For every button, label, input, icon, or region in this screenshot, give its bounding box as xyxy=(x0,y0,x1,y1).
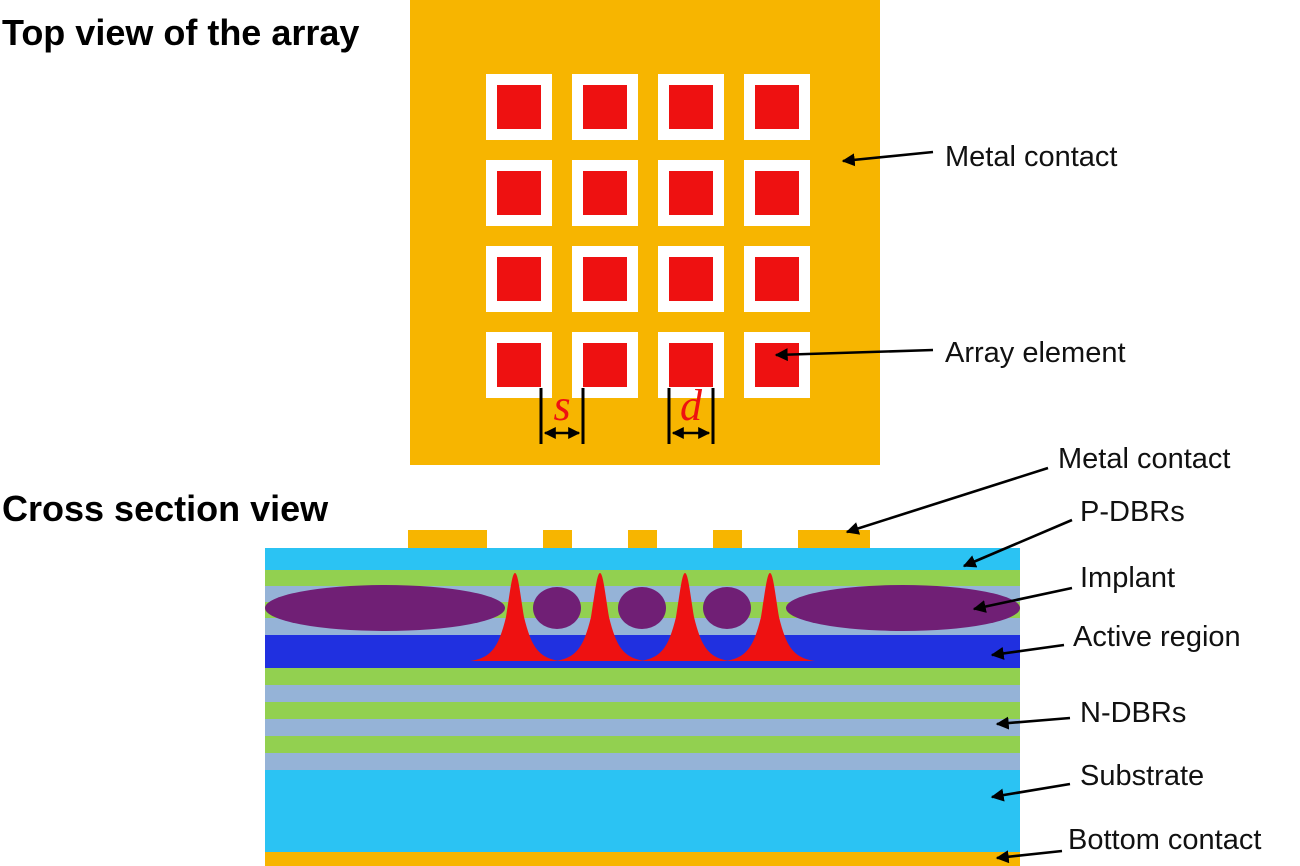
array-element xyxy=(497,171,541,215)
label-bottom-contact: Bottom contact xyxy=(1068,824,1262,856)
array-element-frame xyxy=(572,246,638,312)
arrow-metal-contact-cs xyxy=(845,466,1049,535)
array-grid xyxy=(486,74,810,398)
label-array-element: Array element xyxy=(945,337,1126,369)
array-element-frame xyxy=(744,332,810,398)
array-element-frame xyxy=(486,74,552,140)
metal-contact-segment xyxy=(798,530,870,548)
array-element xyxy=(497,85,541,129)
array-element-frame xyxy=(486,160,552,226)
array-element xyxy=(755,171,799,215)
array-element-frame xyxy=(658,246,724,312)
array-element xyxy=(755,257,799,301)
label-p-dbrs: P-DBRs xyxy=(1080,496,1185,528)
metal-contact-segment xyxy=(543,530,572,548)
array-element-frame xyxy=(572,332,638,398)
label-n-dbrs: N-DBRs xyxy=(1080,697,1187,729)
layer-p-dbr-green-1 xyxy=(265,570,1020,586)
label-metal-contact-cs: Metal contact xyxy=(1058,443,1231,475)
layer-n-dbr-green-1 xyxy=(265,668,1020,685)
layer-p-dbr-gray-2 xyxy=(265,618,1020,635)
layer-stack xyxy=(265,548,1020,866)
metal-contact-segment xyxy=(713,530,742,548)
array-element-frame xyxy=(572,74,638,140)
layer-n-dbr-green-2 xyxy=(265,702,1020,719)
array-element xyxy=(583,343,627,387)
array-element xyxy=(669,257,713,301)
top-view-title: Top view of the array xyxy=(2,12,360,53)
array-element-frame xyxy=(744,74,810,140)
dimension-s-label: s xyxy=(553,381,571,430)
array-element-frame xyxy=(486,332,552,398)
array-element-frame xyxy=(658,74,724,140)
array-element xyxy=(497,343,541,387)
cross-section xyxy=(265,530,1020,866)
label-implant: Implant xyxy=(1080,562,1176,594)
metal-contact-pad xyxy=(410,0,880,465)
array-element xyxy=(755,343,799,387)
array-element xyxy=(669,85,713,129)
dimension-d-label: d xyxy=(680,381,702,430)
layer-p-dbr-green-2 xyxy=(265,602,1020,618)
metal-contact-segment xyxy=(628,530,657,548)
array-element xyxy=(669,343,713,387)
array-element-frame xyxy=(744,160,810,226)
array-element xyxy=(755,85,799,129)
layer-n-dbr-gray-2 xyxy=(265,719,1020,736)
label-metal-contact-top: Metal contact xyxy=(945,141,1118,173)
cross-section-title: Cross section view xyxy=(2,488,329,529)
layer-bottom-contact xyxy=(265,852,1020,866)
label-active-region: Active region xyxy=(1073,621,1241,653)
metal-contact-segment xyxy=(408,530,487,548)
layer-active-region xyxy=(265,635,1020,668)
layer-n-dbr-gray-1 xyxy=(265,685,1020,702)
array-element-frame xyxy=(658,160,724,226)
array-element xyxy=(583,257,627,301)
label-substrate: Substrate xyxy=(1080,760,1205,792)
array-element xyxy=(583,171,627,215)
array-element-frame xyxy=(486,246,552,312)
array-element xyxy=(669,171,713,215)
layer-n-dbr-gray-3 xyxy=(265,753,1020,770)
array-element-frame xyxy=(658,332,724,398)
layer-p-dbr-top xyxy=(265,548,1020,570)
array-element xyxy=(583,85,627,129)
array-element-frame xyxy=(572,160,638,226)
layer-substrate xyxy=(265,770,1020,852)
layer-p-dbr-gray-1 xyxy=(265,586,1020,602)
layer-n-dbr-green-3 xyxy=(265,736,1020,753)
array-element xyxy=(497,257,541,301)
array-element-frame xyxy=(744,246,810,312)
